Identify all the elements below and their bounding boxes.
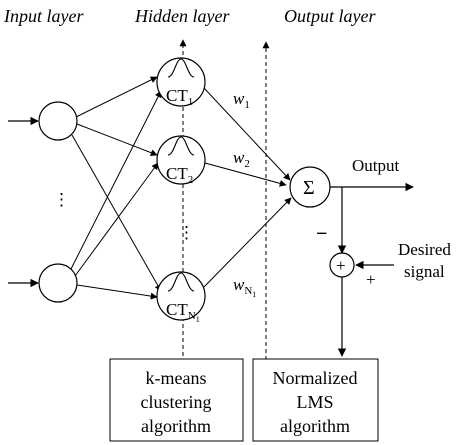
lms-box — [252, 358, 379, 442]
input-hidden-connections — [70, 76, 162, 300]
hidden-node-n: CTN1 — [156, 271, 206, 324]
weight-n: wN1 — [233, 275, 256, 299]
minus-sign: − — [316, 223, 327, 245]
input-node-1 — [38, 101, 78, 141]
weight-2: w2 — [233, 148, 250, 170]
lms-line-3: algorithm — [280, 416, 350, 436]
hidden-node-1: CT1 — [156, 57, 206, 108]
svg-text:CT2: CT2 — [166, 164, 193, 186]
hidden-layer-header: Hidden layer — [134, 6, 230, 26]
desired-signal-label: Desired — [398, 240, 451, 259]
hidden-node-2: CT2 — [156, 135, 206, 186]
desired-signal-label-2: signal — [404, 262, 445, 281]
sum-symbol: Σ — [303, 177, 315, 199]
svg-text:CTN1: CTN1 — [166, 300, 200, 324]
hidden-ellipsis: ⋮ — [178, 223, 195, 242]
output-layer-header: Output layer — [284, 6, 376, 26]
input-node-2 — [38, 263, 78, 303]
svg-text:CT1: CT1 — [166, 86, 193, 108]
lms-line-2: LMS — [296, 392, 333, 412]
adder-symbol: + — [336, 256, 346, 275]
weight-1: w1 — [233, 89, 250, 111]
input-ellipsis: ⋮ — [53, 190, 70, 209]
kmeans-box — [109, 358, 244, 442]
plus-sign: + — [366, 270, 376, 289]
kmeans-line-3: algorithm — [141, 416, 211, 436]
kmeans-line-2: clustering — [141, 392, 212, 412]
output-label: Output — [352, 156, 400, 175]
hidden-sum-connections — [203, 87, 292, 288]
input-layer-header: Input layer — [3, 6, 84, 26]
kmeans-line-1: k-means — [146, 368, 207, 388]
lms-line-1: Normalized — [273, 368, 358, 388]
